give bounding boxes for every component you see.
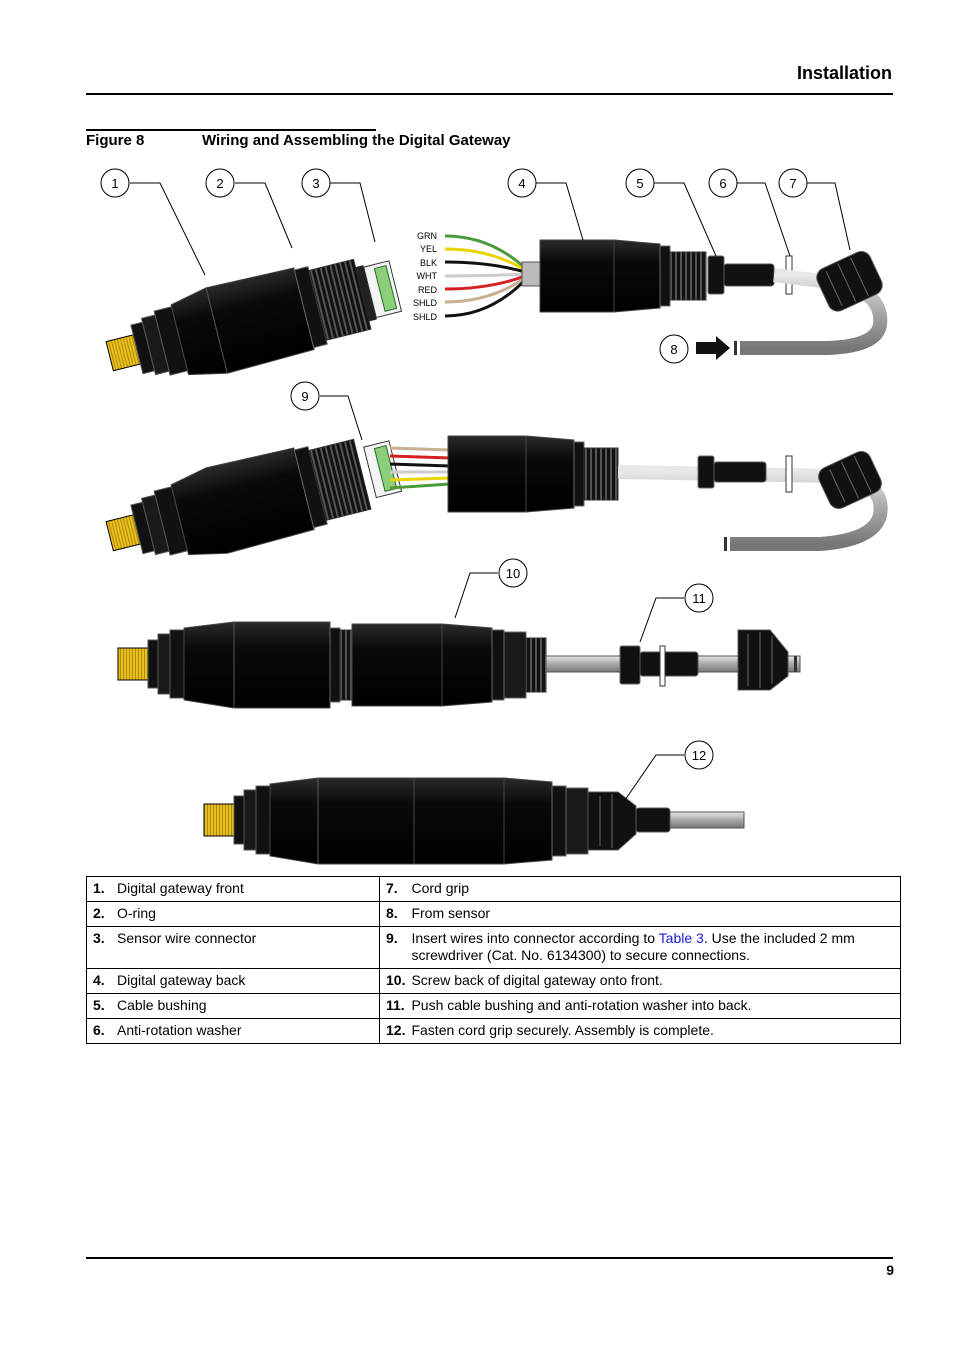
cable-bushing (707, 255, 775, 295)
wire-labels: GRN YEL BLK WHT RED SHLD SHLD (413, 231, 438, 322)
legend-num: 3. (86, 926, 111, 969)
arrow-from-sensor (696, 336, 730, 360)
gateway-front-wired (105, 438, 403, 556)
legend-text: Sensor wire connector (111, 926, 380, 969)
legend-num: 2. (86, 901, 111, 927)
legend-text: Push cable bushing and anti-rotation was… (405, 993, 902, 1019)
header-rule (86, 93, 893, 95)
legend-text-part: Insert wires into connector according to (411, 930, 659, 946)
gateway-complete (203, 777, 671, 865)
legend-text: Anti-rotation washer (111, 1018, 380, 1044)
footer-rule (86, 1257, 893, 1259)
legend-text: Cord grip (405, 876, 902, 902)
wire-label-red: RED (418, 285, 438, 295)
legend-num: 4. (86, 968, 111, 994)
legend-text: Screw back of digital gateway onto front… (405, 968, 902, 994)
callout-9: 9 (301, 389, 308, 404)
callout-6: 6 (719, 176, 726, 191)
gateway-back (521, 239, 707, 313)
legend-num: 1. (86, 876, 111, 902)
table-row: 3. Sensor wire connector 9. Insert wires… (86, 926, 902, 969)
legend-text: Digital gateway front (111, 876, 380, 902)
callouts (130, 182, 851, 801)
figure-number: Figure 8 (86, 132, 145, 149)
callout-7: 7 (789, 176, 796, 191)
legend-text: Cable bushing (111, 993, 380, 1019)
inserted-wires (389, 446, 451, 490)
legend-text: Fasten cord grip securely. Assembly is c… (405, 1018, 902, 1044)
callout-3: 3 (312, 176, 319, 191)
legend-text: O-ring (111, 901, 380, 927)
cord-grip (816, 251, 883, 312)
wire-label-wht: WHT (417, 271, 438, 281)
wiring-assembly-illustration: GRN YEL BLK WHT RED SHLD SHLD (100, 168, 888, 865)
table-3-link[interactable]: Table 3 (658, 930, 704, 946)
table-row: 4. Digital gateway back 10. Screw back o… (86, 968, 902, 994)
figure-rule (86, 129, 376, 131)
section-title: Installation (796, 63, 892, 83)
callout-12: 12 (692, 748, 706, 763)
callout-4: 4 (518, 176, 525, 191)
callout-1: 1 (111, 176, 118, 191)
legend-text: Digital gateway back (111, 968, 380, 994)
table-row: 1. Digital gateway front 7. Cord grip (86, 876, 902, 902)
table-row: 5. Cable bushing 11. Push cable bushing … (86, 993, 902, 1019)
legend-num: 12. (379, 1018, 406, 1044)
legend-num: 11. (379, 993, 406, 1019)
callout-10: 10 (506, 566, 520, 581)
wire-bundle (444, 234, 527, 318)
table-row: 6. Anti-rotation washer 12. Fasten cord … (86, 1018, 902, 1044)
wire-label-yel: YEL (420, 244, 437, 254)
table-row: 2. O-ring 8. From sensor (86, 901, 902, 927)
cord-grip-loose (737, 629, 789, 691)
legend-text-part: . Use the included 2 mm screwdriver (Cat… (411, 930, 855, 963)
wire-label-grn: GRN (417, 231, 437, 241)
wire-label-blk: BLK (420, 258, 437, 268)
legend-num: 7. (379, 876, 406, 902)
legend-num: 9. (379, 926, 406, 969)
legend-num: 6. (86, 1018, 111, 1044)
legend-text: Insert wires into connector according to… (405, 926, 902, 969)
gateway-assembled-step (117, 621, 547, 709)
figure-title: Wiring and Assembling the Digital Gatewa… (202, 132, 511, 149)
callout-11: 11 (692, 591, 706, 606)
gateway-front (105, 258, 403, 376)
legend-num: 5. (86, 993, 111, 1019)
gateway-back-wired (447, 435, 619, 513)
callout-5: 5 (636, 176, 643, 191)
callout-2: 2 (216, 176, 223, 191)
wire-label-shld: SHLD (413, 298, 438, 308)
page-number: 9 (886, 1262, 894, 1278)
callout-8: 8 (670, 342, 677, 357)
legend-text: From sensor (405, 901, 902, 927)
legend-num: 8. (379, 901, 406, 927)
wire-label-shld-2: SHLD (413, 312, 438, 322)
figure-legend-table: 1. Digital gateway front 7. Cord grip 2.… (86, 876, 902, 1044)
legend-num: 10. (379, 968, 406, 994)
